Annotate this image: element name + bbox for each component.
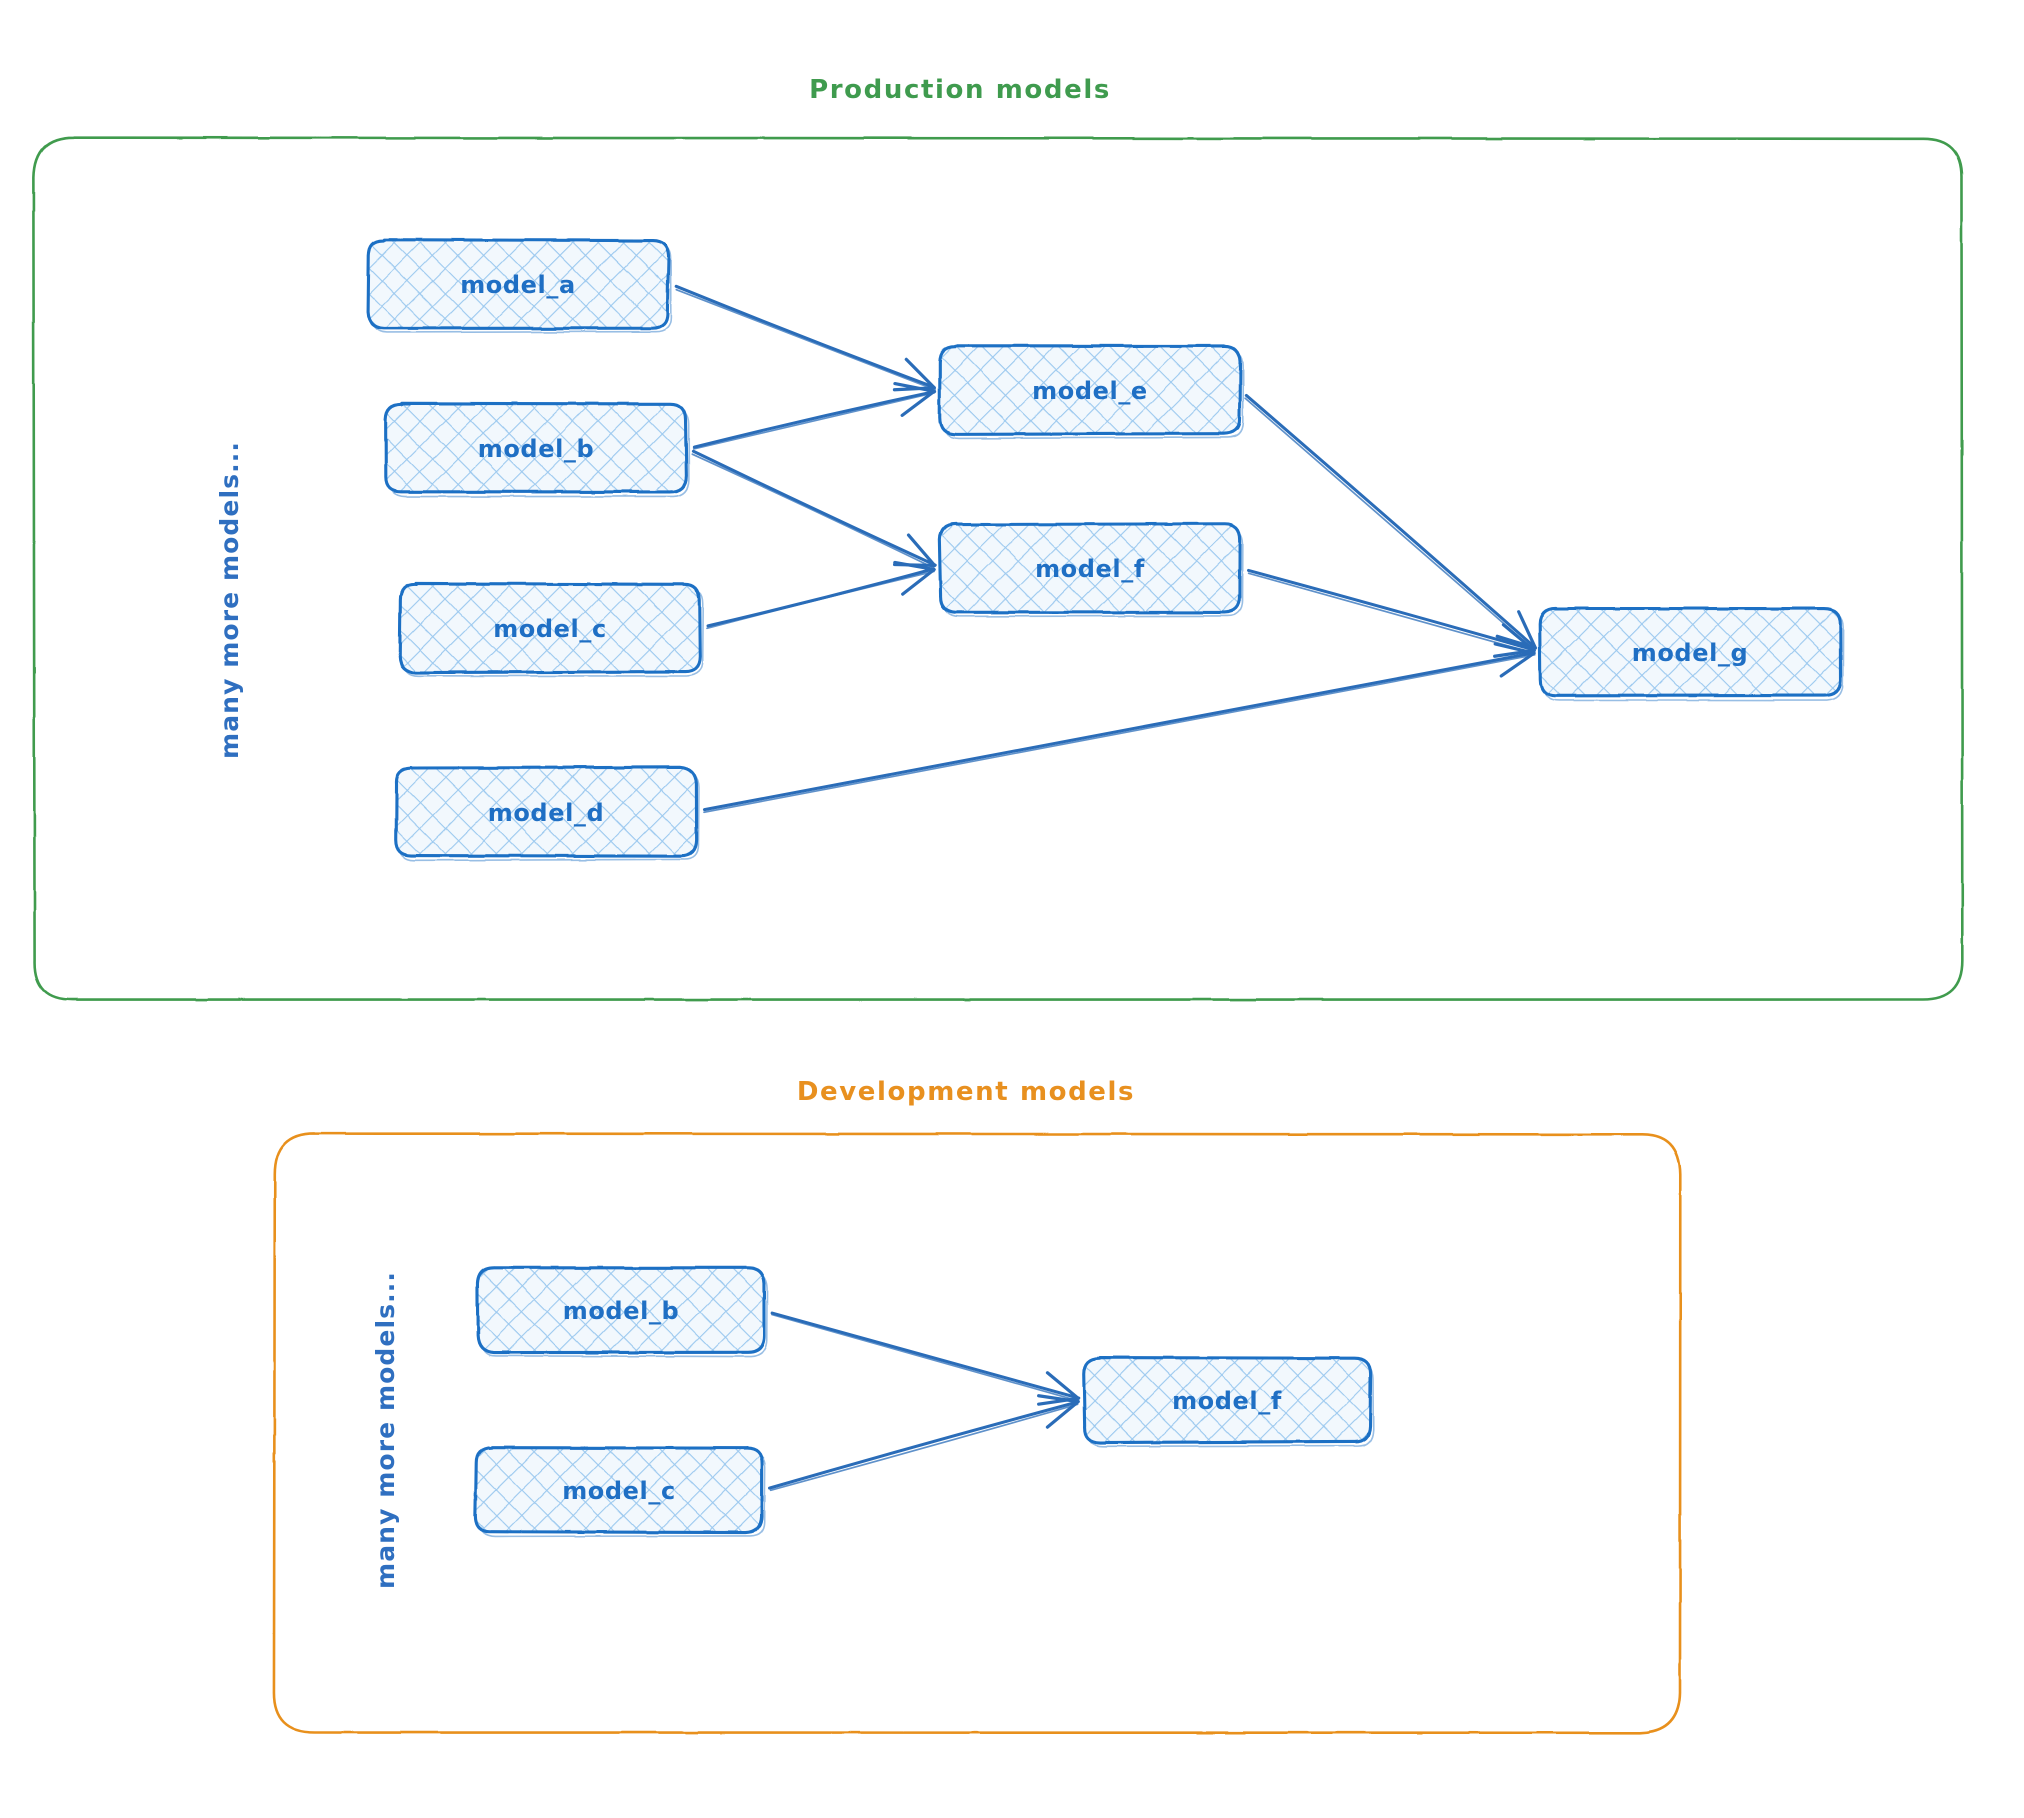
node-outline [475,1266,767,1355]
node-dev_model_c[interactable]: model_c [473,1446,766,1538]
group-title-development: Development models [797,1077,1135,1107]
node-outline [384,401,688,494]
node-outline [394,765,699,858]
edge-line [771,1313,1080,1402]
node-label-model_c: model_c [493,615,607,643]
node-model_f[interactable]: model_f [937,522,1244,618]
node-model_d[interactable]: model_d [394,765,700,862]
nodes-layer: model_a model_b model_c model_d model_emodel… [366,238,1844,1538]
edge-model_e-to-model_g [1244,393,1538,652]
edge-line [702,651,1536,812]
node-outline [938,344,1243,436]
node-model_e[interactable]: model_e [938,344,1245,440]
edge-line [692,391,936,450]
edge-model_b-to-model_f [691,449,937,569]
arrowhead [893,381,936,417]
node-fill [1539,607,1841,697]
group-title-production: Production models [809,75,1111,105]
arrowhead [1037,1394,1080,1429]
labels-layer: Production models many more models... Deve… [215,75,1135,1589]
edge-model_b-to-model_e [692,381,937,450]
side-note-production: many more models... [215,441,244,759]
group-frame-development [272,1132,1682,1735]
edge-model_d-to-model_g [702,642,1536,814]
edge-line [706,567,935,628]
node-model_g[interactable]: model_g [1538,606,1844,702]
node-label-dev_model_f: model_f [1172,1387,1282,1415]
node-label-model_e: model_e [1032,377,1148,405]
edge-line [767,1400,1080,1490]
node-outline [398,581,702,675]
edge-line [675,288,936,391]
node-model_a[interactable]: model_a [366,238,672,334]
edge-dev_model_c-to-dev_model_f [767,1394,1080,1492]
group-frames-layer [32,136,1964,1735]
side-note-development: many more models... [371,1271,400,1589]
edge-line [703,653,1536,814]
arrowhead [893,560,936,596]
edge-line [1244,397,1536,652]
node-label-model_f: model_f [1035,555,1145,583]
node-fill [396,767,697,857]
node-label-model_a: model_a [460,271,576,299]
node-fill [1083,1357,1370,1443]
edges-layer [674,284,1538,1492]
edge-model_a-to-model_e [674,284,937,392]
node-outline [1082,1356,1373,1445]
arrowhead [1037,1371,1080,1406]
arrowhead [1493,623,1536,658]
node-model_b[interactable]: model_b [384,401,690,498]
node-dev_model_b[interactable]: model_b [475,1266,769,1358]
edge-line [706,570,935,630]
edge-line [769,1403,1079,1492]
group-frame-production [32,136,1964,1001]
node-label-dev_model_b: model_b [563,1297,680,1325]
edge-line [1246,568,1536,652]
node-fill [368,239,668,328]
node-outline [937,522,1242,614]
edge-dev_model_b-to-dev_model_f [770,1311,1081,1406]
node-outline [1538,606,1843,698]
arrowhead [1493,642,1536,678]
node-fill [386,403,687,493]
arrowhead [1495,610,1538,650]
edge-model_c-to-model_f [706,560,936,630]
node-label-model_b: model_b [478,435,595,463]
node-fill [939,523,1240,612]
node-outline [366,238,671,330]
node-fill [476,1447,762,1533]
edge-line [691,453,935,569]
edge-line [692,390,937,449]
node-fill [939,345,1241,434]
arrowhead [892,357,937,392]
edge-line [1244,393,1537,649]
node-fill [400,583,701,673]
edge-line [674,284,936,389]
node-label-dev_model_c: model_c [562,1477,676,1505]
node-label-model_g: model_g [1632,639,1749,667]
node-label-model_d: model_d [488,799,605,827]
edge-line [691,449,937,567]
node-outline [473,1446,764,1535]
node-dev_model_f[interactable]: model_f [1082,1356,1375,1448]
node-model_c[interactable]: model_c [398,581,705,677]
node-fill [478,1268,765,1353]
edge-line [770,1311,1081,1400]
